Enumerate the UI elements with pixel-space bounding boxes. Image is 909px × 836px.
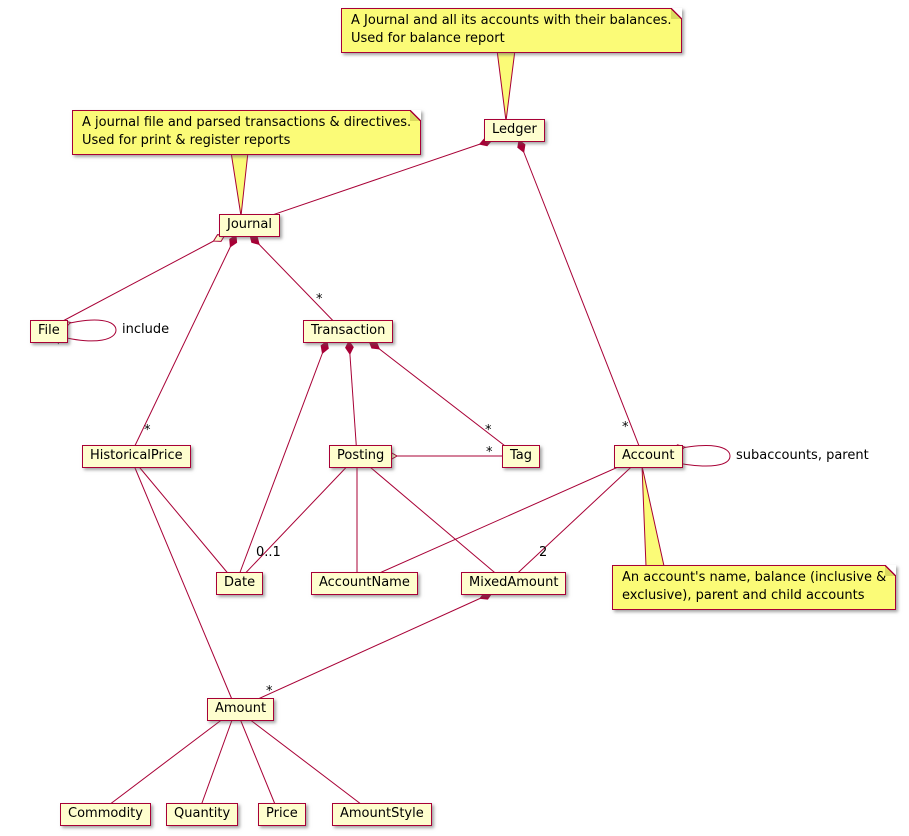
note-line: A Journal and all its accounts with thei… xyxy=(351,13,672,28)
class-name: Posting xyxy=(337,448,385,463)
edge-transaction-date xyxy=(235,340,329,584)
note-line: A journal file and parsed transactions &… xyxy=(82,115,412,130)
note-line: exclusive), parent and child accounts xyxy=(622,588,865,603)
edge-ledger-journal xyxy=(242,137,493,226)
edge-posting-date xyxy=(235,455,358,584)
multiplicity-account-mixedamount: 2 xyxy=(539,545,548,560)
class-name: Account xyxy=(622,448,675,463)
edge-amount-quantity xyxy=(197,708,237,815)
note-line: An account's name, balance (inclusive & xyxy=(622,570,887,585)
note-pointer-account xyxy=(641,465,665,567)
multiplicity-posting-date: 0..1 xyxy=(256,545,281,560)
multiplicity-ledger-account: * xyxy=(622,420,629,435)
edge-ledger-account xyxy=(517,139,644,457)
class-name: Tag xyxy=(510,448,533,463)
note-account: An account's name, balance (inclusive & … xyxy=(612,565,897,610)
edge-transaction-tag xyxy=(368,340,519,457)
class-name: Quantity xyxy=(174,806,231,821)
class-box-posting: Posting xyxy=(329,445,393,468)
class-box-transaction: Transaction xyxy=(303,320,394,343)
note-pointers-group xyxy=(230,49,665,567)
class-name: Journal xyxy=(227,217,272,232)
multiplicity-mixedamount-amount: * xyxy=(266,684,273,699)
multiplicity-journal-transaction: * xyxy=(316,292,323,307)
class-name: Price xyxy=(266,806,298,821)
note-pointer-ledger xyxy=(496,49,516,122)
note-journal: A journal file and parsed transactions &… xyxy=(72,110,422,155)
class-name: Amount xyxy=(215,701,267,716)
class-name: Ledger xyxy=(492,122,537,137)
edge-account-subaccounts-loop xyxy=(671,444,731,467)
note-line: Used for balance report xyxy=(351,31,505,46)
edges-group xyxy=(43,137,731,815)
class-name: AmountStyle xyxy=(340,806,424,821)
edge-posting-mixedamount xyxy=(356,455,508,584)
edge-transaction-posting xyxy=(345,340,358,457)
edge-label-include: include xyxy=(122,322,170,337)
edge-amount-commodity xyxy=(96,708,237,815)
note-fold-icon xyxy=(885,565,897,576)
class-box-date: Date xyxy=(216,572,264,595)
class-box-mixedamount: MixedAmount xyxy=(461,572,567,595)
class-box-tag: Tag xyxy=(502,445,541,468)
note-line: Used for print & register reports xyxy=(82,133,291,148)
class-name: Commodity xyxy=(68,806,143,821)
class-box-amount: Amount xyxy=(207,698,275,721)
class-box-historicalprice: HistoricalPrice xyxy=(82,445,191,468)
class-box-journal: Journal xyxy=(219,214,280,237)
class-box-ledger: Ledger xyxy=(484,119,545,142)
edge-account-mixedamount xyxy=(506,455,644,584)
class-box-accountname: AccountName xyxy=(311,572,418,595)
multiplicity-account-subaccounts: * xyxy=(677,461,684,476)
edge-journal-transaction xyxy=(249,234,344,332)
edge-mixedamount-amount xyxy=(235,591,493,710)
class-name: AccountName xyxy=(319,575,410,590)
edge-label-subaccounts-parent: subaccounts, parent xyxy=(736,448,869,463)
edge-historicalprice-amount xyxy=(129,455,237,710)
edge-account-accountname xyxy=(356,455,644,584)
note-pointer-journal xyxy=(230,151,249,217)
class-name: MixedAmount xyxy=(469,575,559,590)
note-fold-icon xyxy=(670,8,682,19)
multiplicity-file-include: * xyxy=(55,337,62,352)
note-ledger: A Journal and all its accounts with thei… xyxy=(341,8,682,53)
multiplicity-posting-tag: * xyxy=(486,445,493,460)
edge-amount-price xyxy=(235,708,280,815)
edge-file-include-loop xyxy=(57,319,117,342)
class-box-quantity: Quantity xyxy=(166,803,239,826)
class-name: File xyxy=(38,323,60,338)
edge-historicalprice-date xyxy=(129,455,237,584)
class-name: Transaction xyxy=(311,323,386,338)
multiplicity-transaction-tag: * xyxy=(485,423,492,438)
class-box-price: Price xyxy=(258,803,306,826)
multiplicity-journal-historicalprice: * xyxy=(144,423,151,438)
class-name: HistoricalPrice xyxy=(90,448,183,463)
edge-amount-amountstyle xyxy=(235,708,375,815)
class-name: Date xyxy=(224,575,256,590)
note-fold-icon xyxy=(410,110,422,121)
class-box-file: File xyxy=(30,320,68,343)
class-box-amountstyle: AmountStyle xyxy=(332,803,432,826)
edge-journal-historicalprice xyxy=(129,234,238,457)
class-box-commodity: Commodity xyxy=(60,803,151,826)
class-box-account: Account xyxy=(614,445,683,468)
edge-journal-file xyxy=(43,234,226,332)
